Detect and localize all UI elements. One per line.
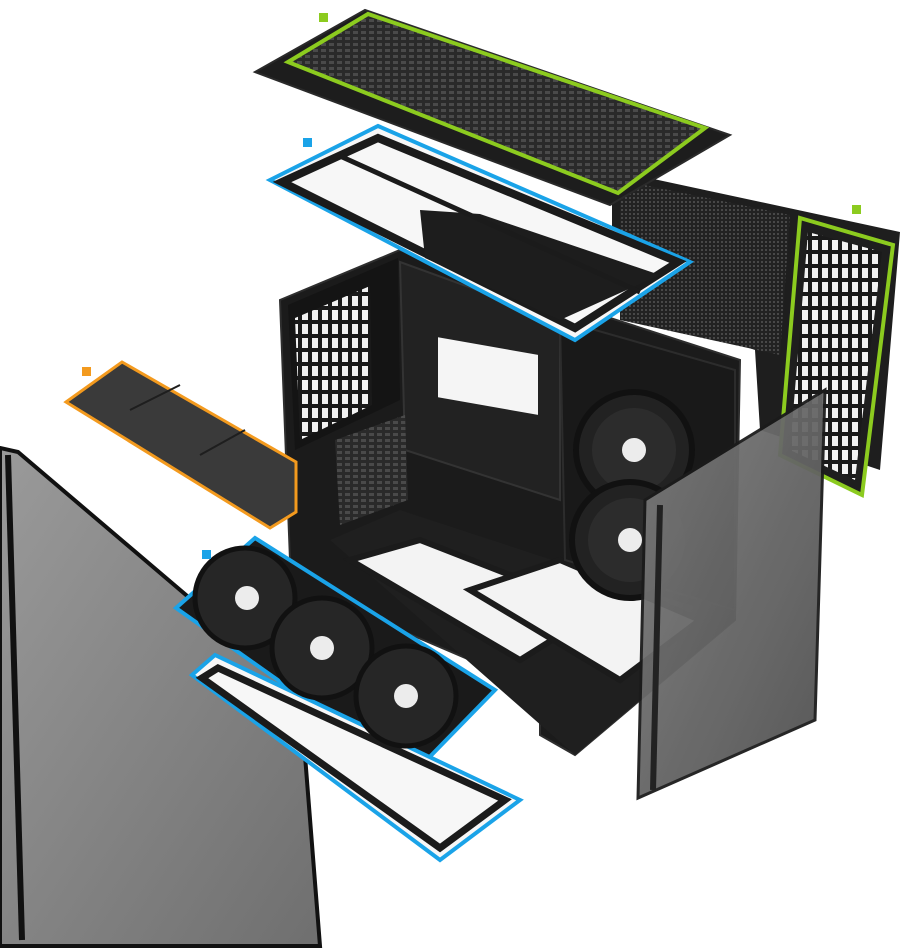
bottom-fan-1 <box>192 545 298 651</box>
fan-hub-logo-icon <box>618 528 642 552</box>
marker-rear-filter <box>852 205 861 214</box>
right-glass-panel <box>636 387 827 801</box>
top-panel <box>252 8 733 207</box>
fan-hub-logo-icon <box>235 586 259 610</box>
marker-bottom-fan-tray <box>202 550 211 559</box>
bottom-dust-filter <box>63 360 298 530</box>
fan-hub-logo-icon <box>310 636 334 660</box>
left-glass-panel <box>0 445 323 948</box>
marker-top-fan-bracket <box>303 138 312 147</box>
side-fan-upper <box>573 389 695 511</box>
fan-hub-logo-icon <box>394 684 418 708</box>
bottom-fan-3 <box>353 643 459 749</box>
top-fan-bracket <box>265 123 695 343</box>
fan-hub-logo-icon <box>622 438 646 462</box>
bottom-fan-2 <box>269 595 375 701</box>
main-chassis <box>278 248 742 757</box>
marker-bottom-filter <box>82 367 91 376</box>
marker-top-panel <box>319 13 328 22</box>
bottom-fan-tray <box>172 535 524 863</box>
